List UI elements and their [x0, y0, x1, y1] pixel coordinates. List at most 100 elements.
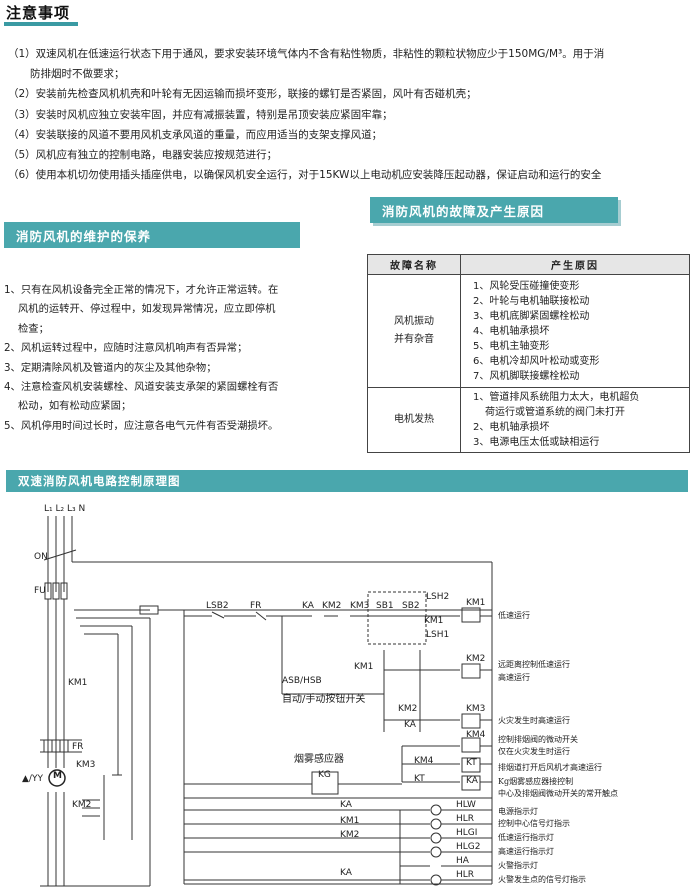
label-km1-lamp: KM1: [340, 816, 360, 826]
note-fire-point-lamp: 火警发生点的信号灯指示: [498, 875, 586, 884]
maint-line: 松动，如有松动应紧固；: [18, 400, 132, 413]
label-km2-main: KM2: [72, 800, 92, 810]
label-kt-coil: KT: [466, 758, 477, 768]
label-kg: KG: [318, 770, 331, 780]
label-km2: KM2: [322, 601, 342, 611]
maint-line: 1、只有在风机设备完全正常的情况下，才允许正常运转。在: [4, 284, 279, 296]
label-ka-b: KA: [404, 720, 416, 730]
note-1: （1）双速风机在低速运行状态下用于通风，要求安装环境气体内不含有粘性物质，非粘性…: [8, 48, 605, 60]
fault-causes: 1、管道排风系统阻力太大，电机超负 荷运行或管道系统的阀门未打开 2、电机轴承损…: [460, 387, 690, 453]
label-hlw: HLW: [456, 800, 476, 810]
label-km3-coil: KM3: [466, 704, 486, 714]
cause-line: 7、风机脚联接螺栓松动: [473, 370, 580, 382]
label-asb: ASB/HSB: [282, 676, 322, 686]
fault-name-line: 风机振动: [394, 316, 434, 327]
maint-line: 检查；: [18, 322, 49, 335]
label-lsb2: LSB2: [206, 601, 229, 611]
maint-line: 2、风机运转过程中，应随时注意风机响声有否异常；: [4, 342, 248, 355]
label-lsh1: LSH1: [426, 630, 450, 640]
label-km2-coil: KM2: [466, 654, 486, 664]
label-km1-main: KM1: [68, 678, 88, 688]
circuit-lines: [40, 516, 493, 887]
cause-line: 4、电机轴承损坏: [473, 325, 550, 337]
note-2: （2）安装前先检查风机机壳和叶轮有无因运输而损坏变形，联接的螺钉是否紧固，风叶有…: [8, 88, 477, 101]
label-km3-main: KM3: [76, 760, 96, 770]
note-6: （6）使用本机切勿使用插头插座供电，以确保风机安全运行，对于15KW以上电动机应…: [8, 169, 602, 182]
label-km1-self: KM1: [424, 616, 444, 626]
fault-section-title: 消防风机的故障及产生原因: [370, 197, 618, 223]
note-center-contact: 中心及排烟阀微动开关的常开触点: [498, 789, 618, 798]
fault-title-text: 消防风机的故障及产生原因: [382, 203, 545, 219]
label-hlg1: HLGI: [456, 828, 478, 838]
note-3: （3）安装时风机应独立安装牢固，并应有减振装置，特别是吊顶安装应紧固牢靠；: [8, 108, 393, 121]
maint-line: 4、注意检查风机安装螺栓、风道安装支承架的紧固螺栓有否: [4, 381, 279, 394]
label-ka-coil: KA: [466, 776, 478, 786]
motor-symbol: M: [53, 771, 62, 781]
label-lsh2: LSH2: [426, 592, 450, 602]
label-ha: HA: [456, 856, 469, 866]
label-hlr2: HLR: [456, 870, 475, 880]
note-high-speed: 高速运行: [498, 673, 530, 682]
fault-table-header: 故障名称 产生原因: [367, 254, 690, 275]
label-hlr: HLR: [456, 814, 475, 824]
cause-line: 1、管道排风系统阻力太大，电机超负: [473, 392, 640, 403]
label-km1-b: KM1: [354, 662, 374, 672]
cause-line: 1、风轮受压碰撞使变形: [473, 280, 580, 292]
label-ka: KA: [302, 601, 314, 611]
maintenance-list: 1、只有在风机设备完全正常的情况下，才允许正常运转。在 风机的运转开、停过程中，…: [4, 281, 304, 436]
maintenance-title-text: 消防风机的维护的保养: [16, 228, 152, 244]
label-km3: KM3: [350, 601, 370, 611]
cause-line: 3、电机底脚紧固螺栓松动: [473, 310, 590, 322]
header-cause: 产生原因: [460, 254, 690, 275]
label-kt-contact: KT: [414, 774, 425, 784]
fault-name: 风机振动 并有杂音: [367, 274, 461, 388]
label-on: ON: [34, 552, 48, 562]
label-fr: FR: [250, 601, 262, 611]
label-ka-lamp1: KA: [340, 800, 352, 810]
note-kg-control: Kg烟雾感应器接控制: [498, 777, 574, 786]
note-duct-open: 排烟道打开后风机才高速运行: [498, 763, 602, 772]
header-fault-name: 故障名称: [367, 254, 461, 275]
note-remote-low: 远距离控制低速运行: [498, 660, 570, 669]
label-km4-contact: KM4: [414, 756, 434, 766]
fault-table: 故障名称 产生原因 风机振动 并有杂音 1、风轮受压碰撞使变形 2、叶轮与电机轴…: [367, 254, 690, 453]
page-title: 注意事项: [6, 4, 71, 22]
label-km4-coil: KM4: [466, 730, 486, 740]
note-low-speed: 低速运行: [498, 611, 530, 620]
table-row: 电机发热 1、管道排风系统阻力太大，电机超负 荷运行或管道系统的阀门未打开 2、…: [367, 387, 690, 453]
note-center-lamp: 控制中心信号灯指示: [498, 819, 570, 828]
maint-line: 风机的运转开、停过程中，如发现异常情况，应立即停机: [18, 303, 276, 316]
fault-name-line: 并有杂音: [394, 334, 434, 345]
label-km2-b: KM2: [398, 704, 418, 714]
circuit-diagram: L₁ L₂ L₃ N ON FU KM1 FR KM3 KM2 M ▲/YY L…: [0, 500, 692, 896]
note-fire-only: 仅在火灾发生时运行: [498, 747, 570, 756]
cause-line: 3、电源电压太低或缺相运行: [473, 437, 600, 448]
label-fr-main: FR: [72, 742, 84, 752]
table-row: 风机振动 并有杂音 1、风轮受压碰撞使变形 2、叶轮与电机轴联接松动 3、电机底…: [367, 274, 690, 388]
fault-name: 电机发热: [367, 387, 461, 453]
fault-name-line: 电机发热: [394, 414, 434, 425]
phase-labels: L₁ L₂ L₃ N: [44, 504, 86, 514]
label-motor: ▲/YY: [22, 774, 43, 784]
notes-list: （1）双速风机在低速运行状态下用于通风，要求安装环境气体内不含有粘性物质，非粘性…: [8, 44, 688, 185]
note-fire-lamp: 火警指示灯: [498, 861, 538, 870]
note-fire-high: 火灾发生时高速运行: [498, 716, 570, 725]
title-underline: [4, 22, 78, 26]
label-smoke-sensor: 烟雾感应器: [294, 754, 344, 765]
maint-line: 5、风机停用时间过长时，应注意各电气元件有否受潮损坏。: [4, 419, 279, 432]
note-1-cont: 防排烟时不做要求；: [30, 68, 125, 81]
label-km1-coil: KM1: [466, 598, 486, 608]
diagram-section-title: 双速消防风机电路控制原理图: [6, 470, 688, 492]
note-low-lamp: 低速运行指示灯: [498, 833, 554, 842]
cause-line: 荷运行或管道系统的阀门未打开: [485, 407, 625, 418]
label-hlg2: HLG2: [456, 842, 481, 852]
cause-line: 6、电机冷却风叶松动或变形: [473, 355, 600, 367]
label-ka-lamp2: KA: [340, 868, 352, 878]
cause-line: 2、叶轮与电机轴联接松动: [473, 295, 590, 307]
note-5: （5）风机应有独立的控制电路，电器安装应按规范进行；: [8, 149, 278, 162]
fault-causes: 1、风轮受压碰撞使变形 2、叶轮与电机轴联接松动 3、电机底脚紧固螺栓松动 4、…: [460, 274, 690, 388]
label-sb2: SB2: [402, 601, 420, 611]
diagram-title-text: 双速消防风机电路控制原理图: [18, 474, 181, 488]
cause-line: 2、电机轴承损坏: [473, 422, 550, 433]
maint-line: 3、定期清除风机及管道内的灰尘及其他杂物；: [4, 361, 217, 374]
